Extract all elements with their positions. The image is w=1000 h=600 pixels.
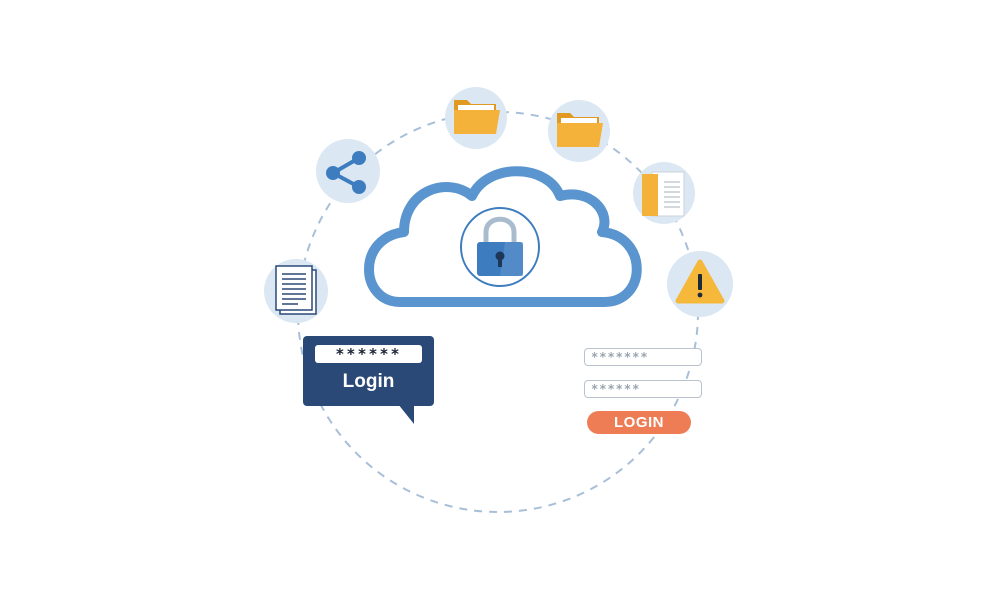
username-field[interactable]: ******* [584, 348, 702, 366]
login-speech-bubble: ****** Login [303, 336, 434, 406]
speech-bubble-tail [398, 404, 414, 424]
login-button[interactable]: LOGIN [587, 411, 691, 434]
document-icon [633, 162, 695, 224]
folder-icon [445, 87, 507, 149]
folder-icon [548, 100, 610, 162]
password-field[interactable]: ****** [315, 345, 422, 363]
share-icon [316, 139, 380, 203]
login-label: Login [342, 371, 395, 392]
padlock-icon [460, 207, 540, 287]
warning-icon [667, 251, 733, 317]
password-field[interactable]: ****** [584, 380, 702, 398]
document-icon [264, 259, 328, 323]
